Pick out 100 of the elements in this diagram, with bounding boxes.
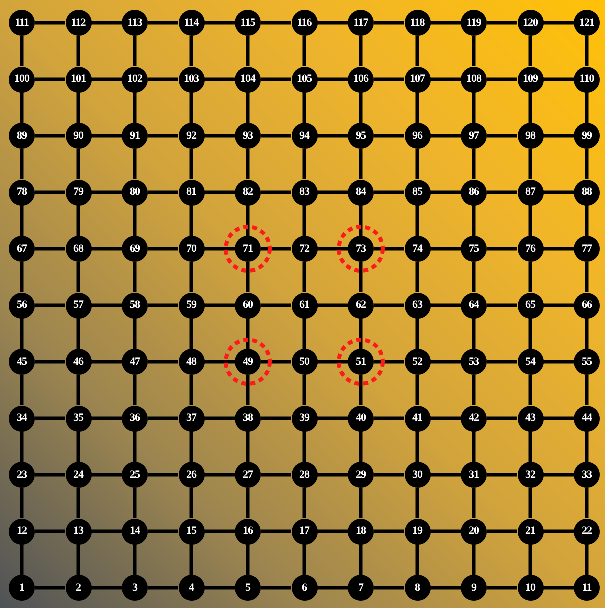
grid-line — [374, 586, 404, 590]
grid-line — [318, 360, 348, 364]
grid-line — [359, 318, 363, 349]
node-number: 44 — [582, 413, 592, 424]
grid-line — [133, 488, 137, 518]
grid-line — [318, 473, 348, 477]
grid-line — [374, 304, 404, 308]
node-number: 24 — [74, 470, 84, 480]
grid-line — [374, 360, 404, 364]
grid-line — [472, 375, 476, 406]
node-number: 110 — [580, 74, 594, 85]
grid-line — [190, 488, 194, 518]
node-number: 10 — [526, 582, 536, 594]
node-number: 66 — [582, 300, 592, 311]
node-number: 118 — [410, 18, 425, 28]
grid-line — [359, 206, 363, 236]
grid-line — [416, 375, 420, 406]
node-number: 46 — [74, 356, 84, 368]
grid-line — [76, 432, 80, 462]
grid-line — [133, 149, 137, 180]
grid-line — [374, 190, 404, 194]
grid-line — [148, 247, 178, 251]
node-number: 30 — [412, 470, 422, 480]
grid-line — [585, 36, 589, 66]
grid-line — [430, 473, 461, 477]
node-number: 113 — [128, 18, 142, 28]
grid-line — [544, 530, 574, 534]
grid-line — [133, 318, 137, 349]
grid-line — [302, 206, 306, 236]
node-number: 38 — [243, 413, 253, 424]
grid-line — [35, 360, 66, 364]
node-number: 59 — [186, 300, 196, 311]
grid-line — [190, 206, 194, 236]
grid-line — [190, 375, 194, 406]
grid-line — [20, 432, 24, 462]
node-number: 36 — [130, 413, 140, 424]
grid-line — [133, 36, 137, 66]
node-number: 97 — [469, 130, 479, 142]
grid-line — [148, 530, 178, 534]
grid-line — [20, 262, 24, 292]
grid-line — [190, 36, 194, 66]
node-number: 117 — [354, 18, 368, 28]
node-number: 5 — [246, 582, 250, 594]
node-number: 22 — [582, 526, 592, 537]
grid-line — [35, 21, 66, 25]
grid-line — [374, 473, 404, 477]
grid-line — [35, 78, 66, 82]
node-number: 76 — [526, 244, 536, 254]
grid-line — [246, 36, 250, 66]
node-number: 109 — [523, 74, 538, 85]
node-number: 48 — [186, 356, 196, 368]
node-number: 58 — [130, 300, 140, 311]
grid-line — [430, 416, 461, 420]
node-number: 35 — [74, 413, 84, 424]
grid-line — [544, 21, 574, 25]
node-number: 18 — [356, 526, 366, 537]
grid-line — [246, 262, 250, 292]
grid-line — [204, 360, 235, 364]
grid-line — [190, 149, 194, 180]
grid-line — [359, 262, 363, 292]
grid-line — [35, 247, 66, 251]
grid-line — [204, 304, 235, 308]
node-number: 33 — [582, 470, 592, 480]
node-number: 93 — [243, 130, 253, 142]
node-number: 69 — [130, 244, 140, 254]
grid-line — [204, 78, 235, 82]
node-number: 42 — [469, 413, 479, 424]
grid-line — [430, 586, 461, 590]
grid-line — [430, 21, 461, 25]
grid-line — [302, 262, 306, 292]
node-number: 4 — [189, 582, 194, 594]
grid-line — [318, 586, 348, 590]
grid-line — [190, 544, 194, 575]
node-number: 104 — [240, 74, 256, 85]
node-number: 21 — [526, 526, 536, 537]
node-number: 71 — [243, 244, 253, 254]
grid-line — [359, 544, 363, 575]
grid-line — [35, 473, 66, 477]
grid-line — [204, 473, 235, 477]
grid-line — [528, 262, 532, 292]
node-number: 60 — [243, 300, 253, 311]
grid-line — [148, 190, 178, 194]
grid-line — [204, 190, 235, 194]
grid-line — [148, 473, 178, 477]
grid-line — [528, 92, 532, 123]
grid-line — [472, 318, 476, 349]
grid-line — [261, 78, 292, 82]
grid-line — [92, 586, 122, 590]
grid-line — [359, 149, 363, 180]
grid-line — [472, 92, 476, 123]
grid-line — [35, 134, 66, 138]
node-number: 57 — [74, 300, 84, 311]
grid-line — [487, 304, 518, 308]
grid-line — [544, 190, 574, 194]
grid-line — [261, 530, 292, 534]
grid-line — [585, 92, 589, 123]
node-number: 103 — [184, 74, 199, 85]
grid-line — [472, 488, 476, 518]
node-number: 2 — [76, 582, 81, 594]
grid-line — [318, 190, 348, 194]
